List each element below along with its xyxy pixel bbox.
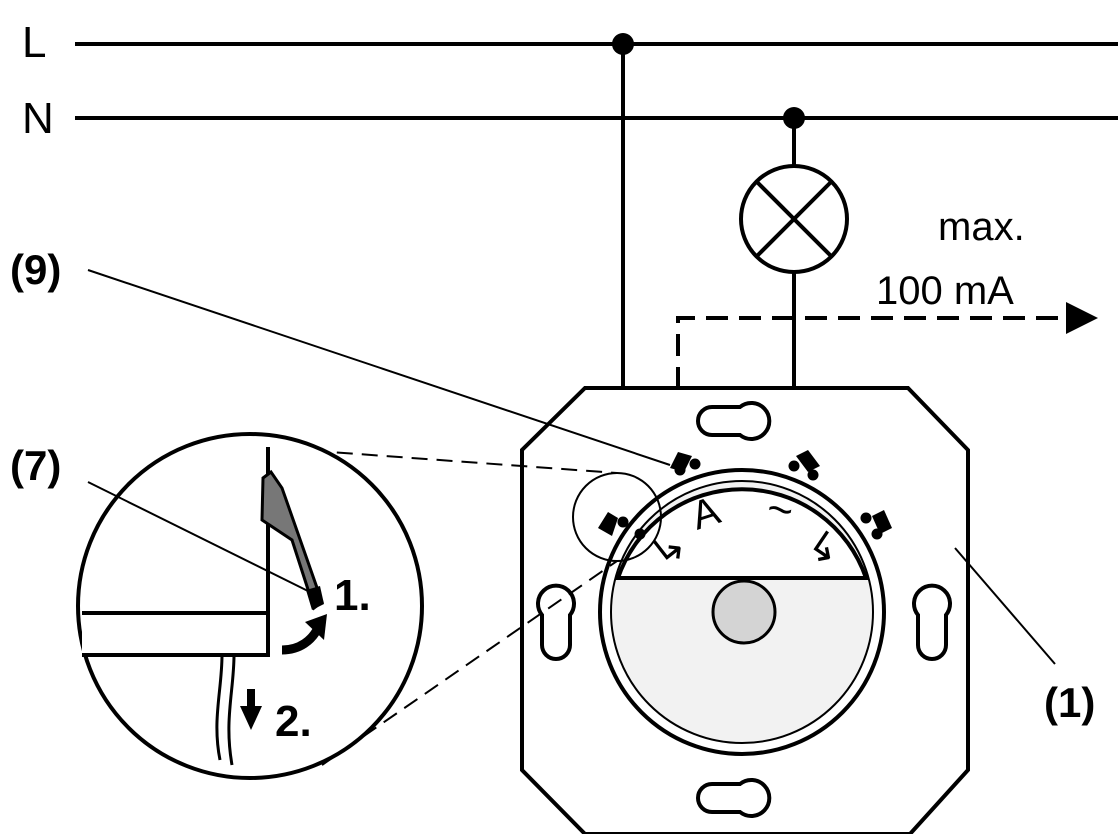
phase-rail-label: L (22, 18, 46, 67)
rotate-arrowhead-icon (305, 614, 327, 640)
lamp-symbol (739, 164, 849, 274)
callout-label-device: (1) (1044, 679, 1095, 726)
terminal-clamp-right (872, 510, 892, 534)
detail-housing-step (82, 611, 270, 657)
callout-terminals: (9) (10, 246, 671, 466)
detail-connector-bottom (321, 560, 618, 766)
device-insert: ↳ A ~ ↳ (598, 450, 892, 756)
callout-label-terminals: (9) (10, 246, 61, 293)
load-rating-max: max. (938, 205, 1025, 249)
callout-leader-terminals (87, 269, 671, 466)
callout-label-release-lever: (7) (10, 442, 61, 489)
extension-arrowhead (1066, 302, 1098, 334)
callout-release-lever: (7) (10, 442, 311, 593)
callout-device: (1) (954, 547, 1095, 726)
keyhole-slot-left (536, 583, 576, 661)
lamp-branch (739, 107, 849, 465)
keyhole-slot-bottom (696, 778, 772, 818)
detail-lever-tip (306, 586, 324, 610)
terminal-clamp-left (598, 512, 618, 536)
callout-leader-device (954, 547, 1056, 665)
detail-step-1: 1. (334, 571, 371, 620)
pull-down-arrow-icon (240, 689, 262, 730)
callout-leader-release-lever (87, 481, 311, 593)
load-rating-value: 100 mA (876, 269, 1014, 313)
detail-step-2: 2. (275, 697, 312, 746)
terminal-dots (617, 458, 883, 540)
neutral-rail-label: N (22, 94, 54, 143)
terminal-clamp-top-right (796, 450, 820, 472)
keyhole-slot-right (912, 583, 952, 661)
supply-rails: L N (22, 18, 1118, 143)
sensor-button (711, 579, 777, 645)
keyhole-slot-top (696, 401, 772, 441)
detail-wire (215, 654, 236, 766)
